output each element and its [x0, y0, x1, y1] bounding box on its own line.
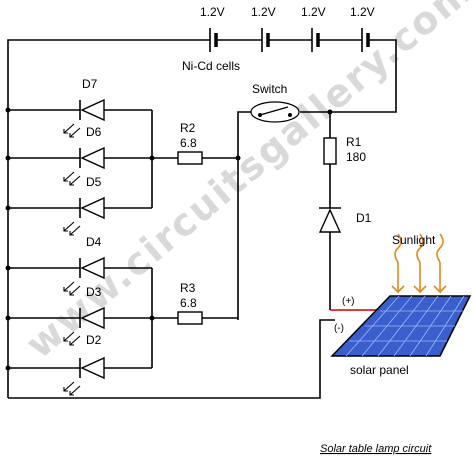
- panel-plus-label: (+): [342, 296, 355, 307]
- cell-voltage-1: 1.2V: [200, 5, 225, 19]
- r2-value: 6.8: [180, 136, 197, 150]
- led-d5: D5: [79, 175, 105, 220]
- resistor-r3: R3 6.8: [177, 281, 203, 325]
- battery-cell-3: [311, 28, 320, 52]
- panel-minus-label: (-): [334, 323, 344, 334]
- cell-voltage-3: 1.2V: [301, 5, 326, 19]
- wires: [7, 39, 397, 399]
- resistor-r1: R1 180: [323, 135, 366, 165]
- led-d7-label: D7: [82, 77, 98, 91]
- sun-rays-icon: [391, 233, 447, 294]
- battery-cell-1: [209, 28, 218, 52]
- solar-panel: (+) (-) solar panel: [330, 295, 472, 377]
- led-d3-label: D3: [86, 285, 102, 299]
- junction-dots: [5, 107, 333, 371]
- led-light-arrows: [63, 123, 81, 396]
- cell-voltage-2: 1.2V: [251, 5, 276, 19]
- led-d2-label: D2: [86, 333, 102, 347]
- led-d5-label: D5: [86, 175, 102, 189]
- battery-cell-4: [361, 28, 370, 52]
- battery-label: Ni-Cd cells: [182, 59, 240, 73]
- led-d6: D6: [79, 125, 105, 170]
- switch-label: Switch: [252, 82, 287, 96]
- diode-d1: D1: [318, 207, 372, 233]
- r2-name: R2: [180, 121, 196, 135]
- r1-name: R1: [346, 135, 362, 149]
- r1-value: 180: [346, 150, 366, 164]
- switch: Switch: [250, 82, 300, 123]
- led-d2: D2: [79, 333, 105, 380]
- battery-cell-2: [261, 28, 270, 52]
- r3-name: R3: [180, 281, 196, 295]
- led-d4-label: D4: [86, 235, 102, 249]
- led-d4: D4: [79, 235, 105, 280]
- led-d7: D7: [79, 77, 105, 122]
- cell-voltage-4: 1.2V: [350, 5, 375, 19]
- battery: 1.2V 1.2V 1.2V 1.2V Ni-Cd cells: [182, 5, 375, 73]
- led-d3: D3: [79, 285, 105, 330]
- diagram-caption: Solar table lamp circuit: [320, 443, 432, 455]
- d1-label: D1: [356, 211, 372, 225]
- resistor-r2: R2 6.8: [177, 121, 203, 165]
- sunlight-label: Sunlight: [392, 233, 436, 247]
- led-d6-label: D6: [86, 125, 102, 139]
- r3-value: 6.8: [180, 296, 197, 310]
- panel-label: solar panel: [350, 363, 409, 377]
